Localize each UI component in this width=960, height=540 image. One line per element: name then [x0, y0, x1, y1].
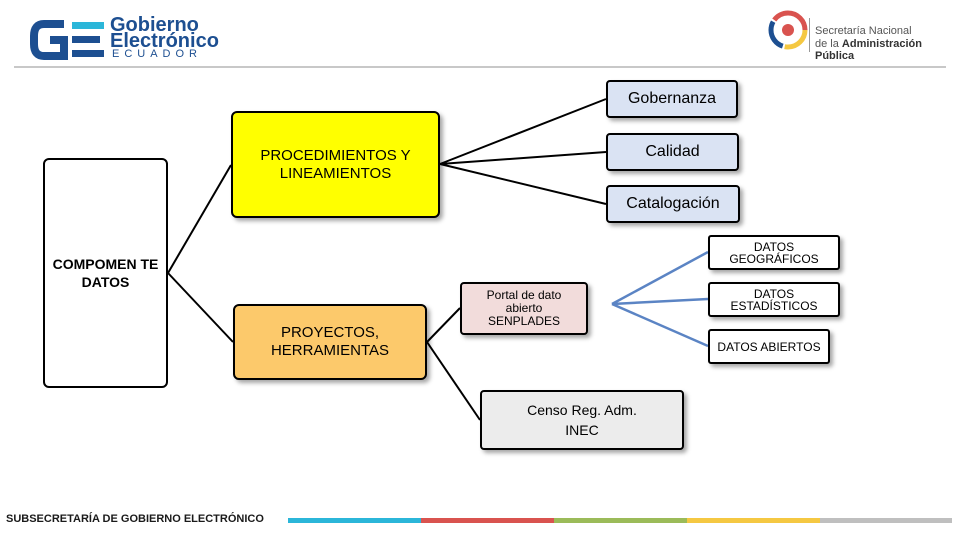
- node-datos-estadisticos: DATOS ESTADÍSTICOS: [708, 282, 840, 317]
- node-portal-label: Portal de dato abierto SENPLADES: [486, 288, 562, 328]
- connector-proyectos-portal: [426, 307, 461, 343]
- footer-bar-green: [554, 518, 687, 523]
- node-procedimientos: PROCEDIMIENTOS Y LINEAMIENTOS: [231, 111, 440, 218]
- connector-proc-gobernanza: [439, 98, 607, 165]
- node-datos-abiertos: DATOS ABIERTOS: [708, 329, 830, 364]
- ge-logo-line2: Electrónico: [110, 30, 219, 52]
- node-censo: Censo Reg. Adm. INEC: [480, 390, 684, 450]
- node-calidad: Calidad: [606, 133, 739, 171]
- node-datos-geograficos-label: DATOS GEOGRÁFICOS: [729, 239, 819, 266]
- root-node-label: COMPOMEN TE DATOS: [52, 256, 159, 290]
- ge-logo-line1: Gobierno: [110, 14, 199, 36]
- connector-portal-est: [611, 297, 709, 306]
- node-proyectos-label: PROYECTOS, HERRAMIENTAS: [270, 324, 390, 359]
- node-catalogacion-label: Catalogación: [626, 195, 720, 212]
- node-censo-line1: Censo Reg. Adm.: [527, 402, 637, 418]
- logo-divider: [809, 18, 810, 52]
- ge-logo-line3: ECUADOR: [112, 48, 203, 60]
- snap-logo-line2: de la Administración Pública: [815, 38, 960, 62]
- node-catalogacion: Catalogación: [606, 185, 740, 223]
- connector-portal-abi: [611, 302, 709, 348]
- header-divider: [14, 66, 946, 68]
- snap-logo-line1: Secretaría Nacional: [815, 25, 912, 37]
- connector-proc-calidad: [439, 151, 607, 165]
- snap-logo-line2-prefix: de la: [815, 38, 839, 50]
- connector-proyectos-censo: [426, 341, 481, 421]
- connector-portal-geo: [611, 250, 709, 306]
- footer-bar-red: [421, 518, 554, 523]
- footer-bar-yellow: [687, 518, 820, 523]
- footer-bar-cyan: [288, 518, 421, 523]
- node-proyectos: PROYECTOS, HERRAMIENTAS: [233, 304, 427, 380]
- node-datos-abiertos-label: DATOS ABIERTOS: [717, 339, 821, 354]
- node-datos-estadisticos-label: DATOS ESTADÍSTICOS: [730, 286, 818, 313]
- footer-text: SUBSECRETARÍA DE GOBIERNO ELECTRÓNICO: [6, 513, 264, 525]
- node-gobernanza: Gobernanza: [606, 80, 738, 118]
- senplades-circle-logo-icon: [768, 10, 808, 50]
- connector-root-proyectos: [167, 272, 234, 343]
- node-datos-geograficos: DATOS GEOGRÁFICOS: [708, 235, 840, 270]
- connector-proc-catalogacion: [439, 163, 607, 205]
- node-portal: Portal de dato abierto SENPLADES: [460, 282, 588, 335]
- snap-logo-line2-bold: Administración Pública: [815, 38, 922, 62]
- node-calidad-label: Calidad: [645, 143, 700, 160]
- ge-logo-icon: [30, 20, 104, 60]
- node-procedimientos-label: PROCEDIMIENTOS Y LINEAMIENTOS: [260, 146, 411, 182]
- footer-bar-gray: [820, 518, 952, 523]
- connector-root-procedimientos: [167, 164, 232, 274]
- node-censo-line2: INEC: [565, 422, 599, 438]
- node-gobernanza-label: Gobernanza: [627, 90, 717, 107]
- root-node-componente-datos: COMPOMEN TE DATOS: [43, 158, 168, 388]
